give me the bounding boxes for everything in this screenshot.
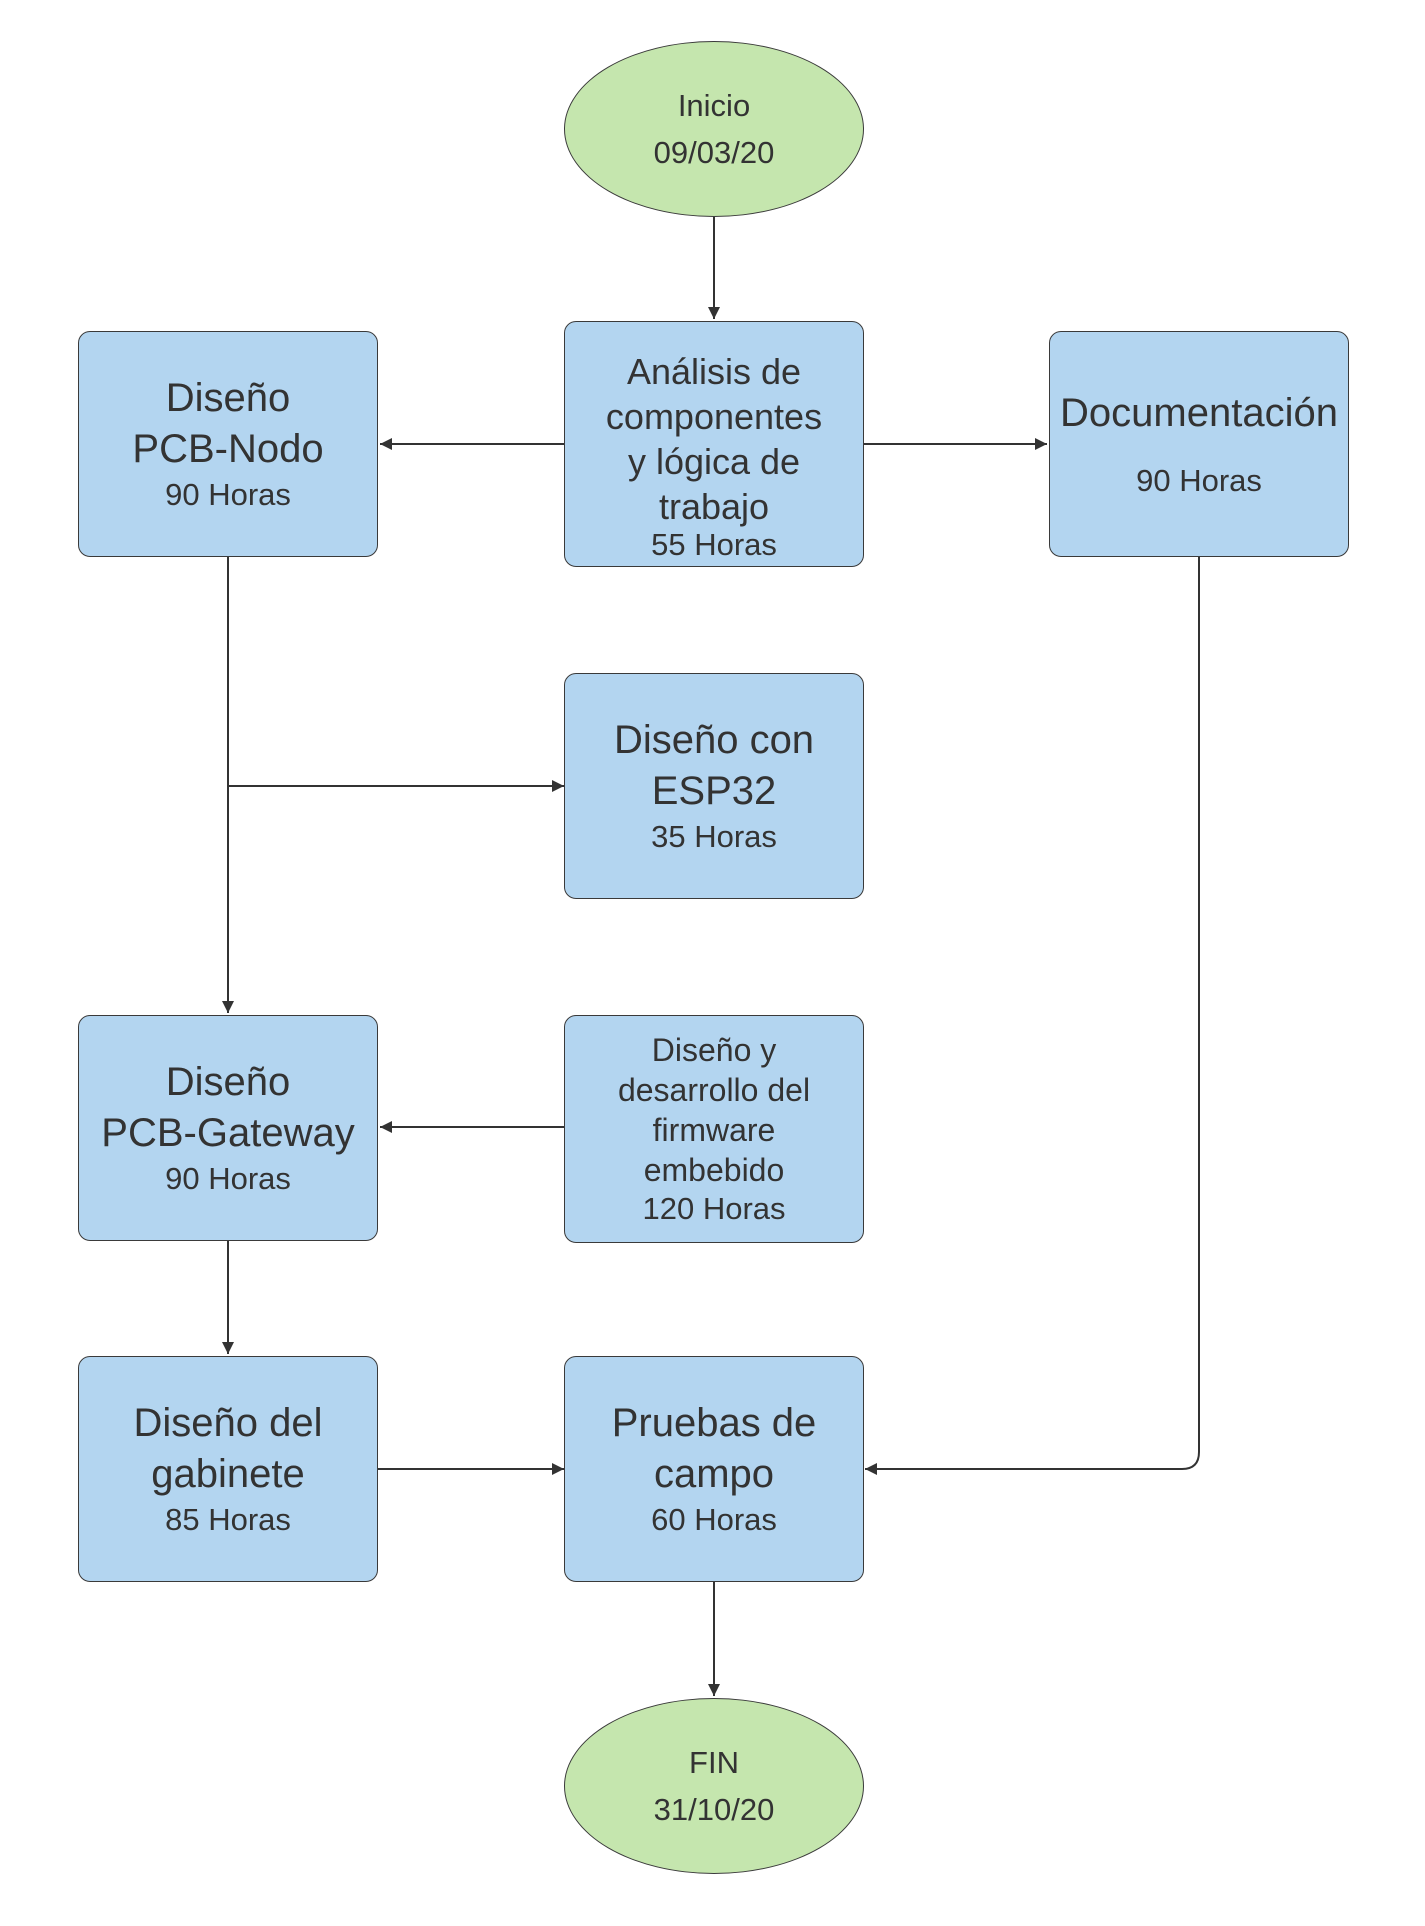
cabinet-hours: 85 Horas — [165, 1502, 291, 1537]
documentation-node: Documentación 90 Horas — [1049, 331, 1349, 557]
firmware-label-line-4: embebido — [643, 1152, 785, 1188]
analysis-label-line-2: componentes — [605, 396, 823, 437]
field-tests-hours: 60 Horas — [651, 1502, 777, 1537]
esp32-hours: 35 Horas — [651, 819, 777, 854]
analysis-label-line-4: trabajo — [658, 486, 770, 527]
firmware-label-line-1: Diseño y — [651, 1032, 777, 1068]
end-label: FIN — [689, 1745, 739, 1780]
cabinet-label-line-2: gabinete — [151, 1452, 305, 1496]
pcb-nodo-label-line-2: PCB-Nodo — [132, 427, 324, 471]
esp32-node: Diseño con ESP32 35 Horas — [564, 673, 864, 899]
end-date: 31/10/20 — [653, 1792, 775, 1827]
pcb-gateway-label-line-2: PCB-Gateway — [101, 1111, 355, 1155]
analysis-node: Análisis de componentes y lógica de trab… — [564, 321, 864, 567]
start-date: 09/03/20 — [653, 135, 775, 170]
pcb-gateway-node: Diseño PCB-Gateway 90 Horas — [78, 1015, 378, 1241]
cabinet-node: Diseño del gabinete 85 Horas — [78, 1356, 378, 1582]
esp32-label-line-1: Diseño con — [613, 718, 815, 762]
field-tests-label-line-2: campo — [653, 1452, 775, 1496]
field-tests-node: Pruebas de campo 60 Horas — [564, 1356, 864, 1582]
firmware-label-line-2: desarrollo del — [617, 1072, 811, 1108]
firmware-label-line-3: firmware — [652, 1112, 776, 1148]
end-node: FIN 31/10/20 — [564, 1698, 864, 1874]
pcb-nodo-node: Diseño PCB-Nodo 90 Horas — [78, 331, 378, 557]
arrow-documentation-to-field-tests — [865, 557, 1200, 1475]
analysis-label-line-3: y lógica de — [627, 441, 801, 482]
start-label: Inicio — [677, 88, 751, 123]
documentation-label: Documentación — [1060, 390, 1338, 435]
pcb-gateway-hours: 90 Horas — [165, 1161, 291, 1196]
analysis-label-line-1: Análisis de — [626, 351, 802, 392]
field-tests-label-line-1: Pruebas de — [611, 1401, 817, 1445]
esp32-label-line-2: ESP32 — [651, 769, 777, 813]
pcb-nodo-hours: 90 Horas — [165, 477, 291, 512]
pcb-gateway-label-line-1: Diseño — [165, 1060, 291, 1104]
documentation-hours: 90 Horas — [1136, 462, 1262, 498]
cabinet-label-line-1: Diseño del — [133, 1401, 323, 1445]
pcb-nodo-label-line-1: Diseño — [165, 376, 291, 420]
analysis-hours: 55 Horas — [651, 527, 777, 562]
start-node: Inicio 09/03/20 — [564, 41, 864, 217]
firmware-node: Diseño y desarrollo del firmware embebid… — [564, 1015, 864, 1243]
firmware-hours: 120 Horas — [642, 1191, 786, 1226]
